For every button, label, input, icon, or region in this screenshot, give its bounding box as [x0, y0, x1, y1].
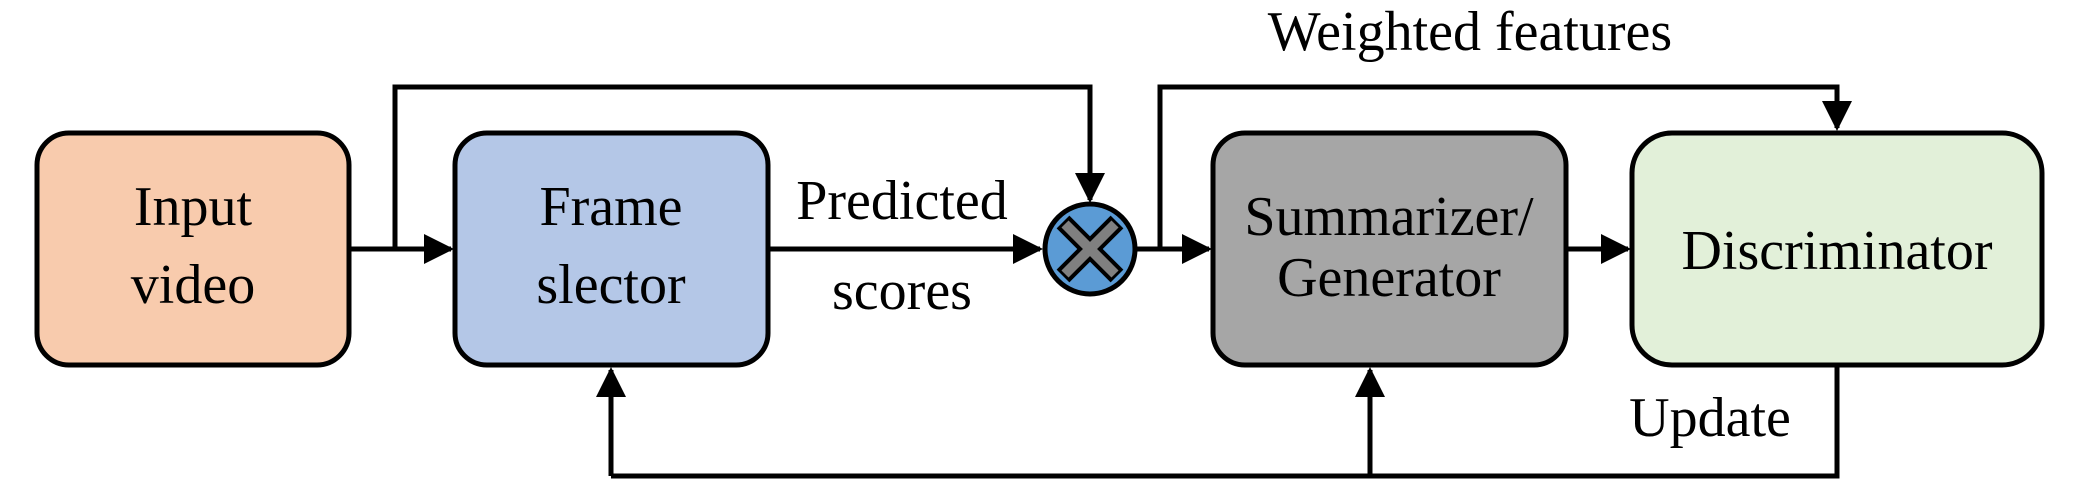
update-label: Update	[1629, 387, 1791, 449]
frame-selector-box	[452, 130, 771, 368]
input-video-box	[34, 130, 352, 368]
edge-input-to-multiply	[392, 84, 1105, 249]
discriminator-node: Discriminator	[1629, 130, 2045, 368]
multiply-cross-icon	[1056, 215, 1124, 283]
input-video-label-line2: video	[131, 254, 255, 316]
weighted-features-label: Weighted features	[1268, 1, 1672, 63]
input-video-node: Input video	[34, 130, 352, 368]
discriminator-label: Discriminator	[1681, 220, 1992, 282]
summarizer-label-line1: Summarizer/	[1244, 186, 1534, 248]
input-video-label-line1: Input	[134, 176, 253, 238]
multiply-node	[1042, 201, 1138, 297]
edge-update-feedback-bus	[611, 365, 1840, 479]
summarizer-label-line2: Generator	[1277, 247, 1501, 309]
scores-label: scores	[832, 260, 972, 322]
summarizer-generator-node: Summarizer/ Generator	[1210, 130, 1569, 368]
predicted-label: Predicted	[796, 170, 1007, 232]
frame-selector-label-line2: slector	[536, 254, 686, 316]
frame-selector-label-line1: Frame	[539, 176, 682, 238]
edge-weighted-features-to-discriminator	[1157, 84, 1852, 249]
frame-selector-node: Frame slector	[452, 130, 771, 368]
